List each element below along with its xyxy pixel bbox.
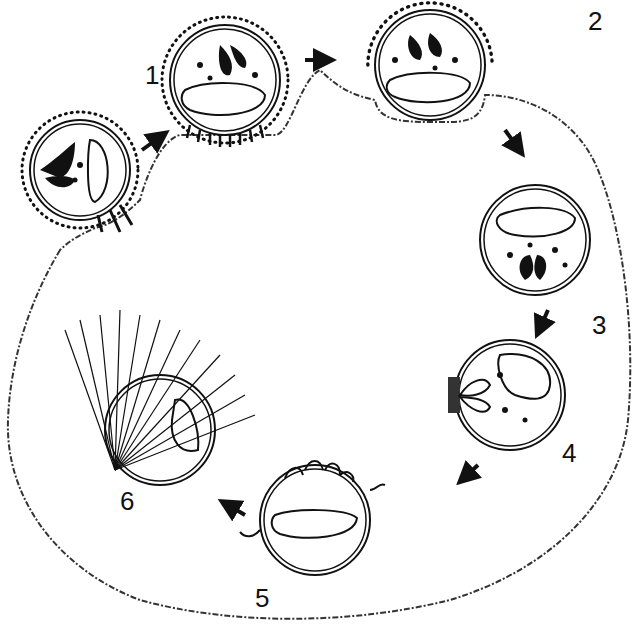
callout-number: 6 — [120, 488, 134, 514]
callout-number: 5 — [255, 585, 269, 611]
callout-number: 1 — [145, 62, 159, 88]
callout-number: 3 — [592, 312, 606, 338]
callout-number: 4 — [562, 440, 576, 466]
callout-number: 2 — [588, 8, 602, 34]
